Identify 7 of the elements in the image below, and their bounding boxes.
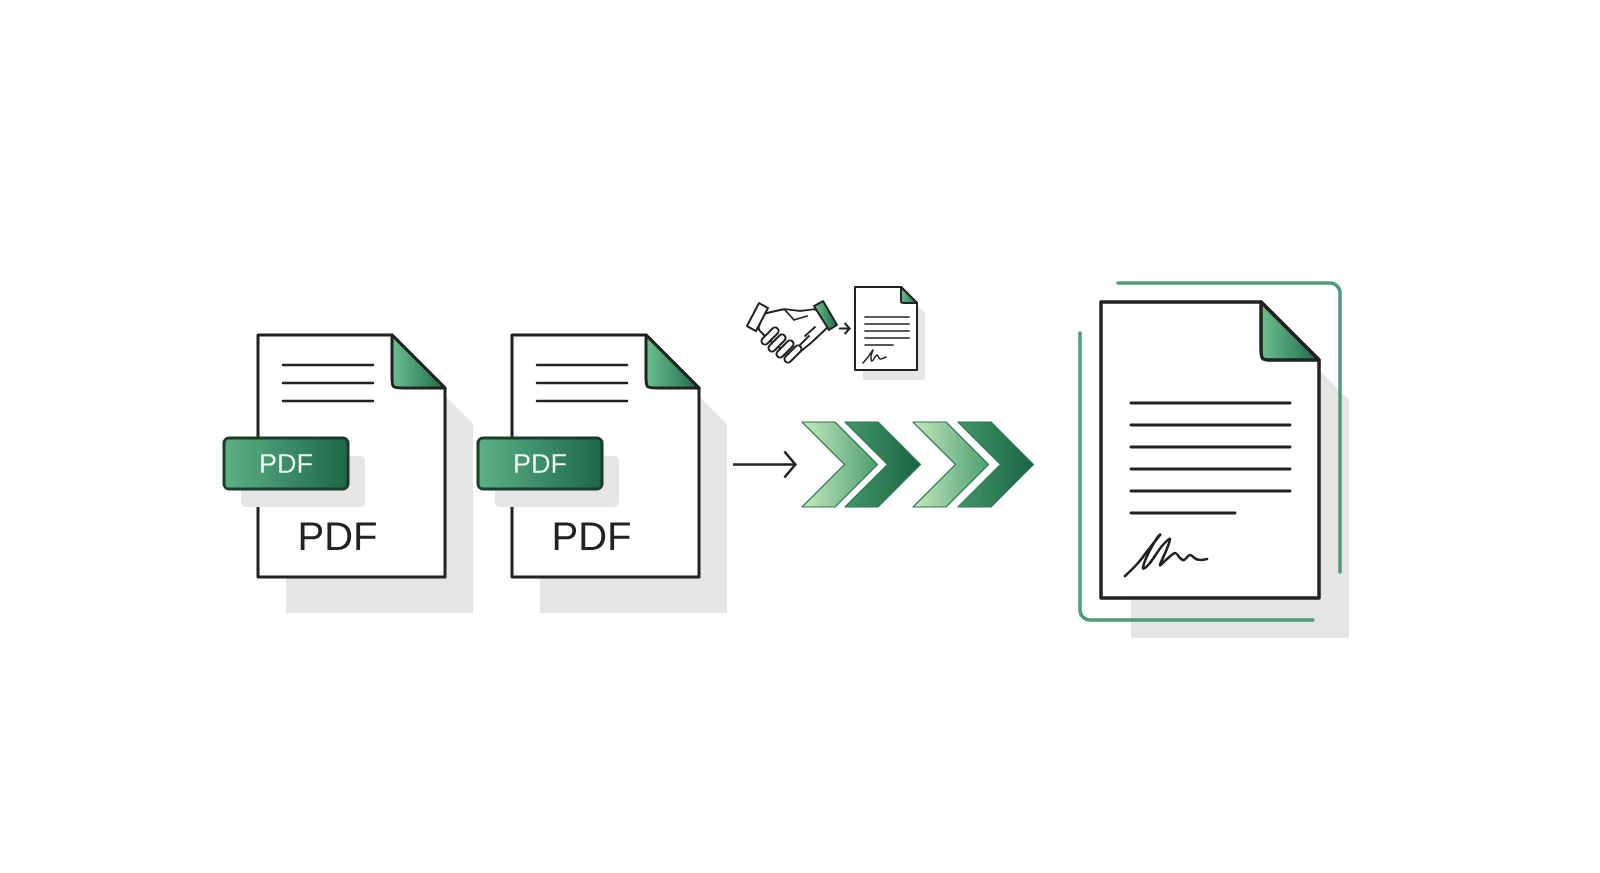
arrow bbox=[733, 450, 797, 479]
handshake-icon bbox=[746, 300, 838, 364]
document bbox=[1099, 300, 1321, 600]
document bbox=[854, 286, 918, 371]
badge: PDF bbox=[222, 436, 350, 491]
badge: PDF bbox=[476, 436, 604, 491]
chevron-arrows bbox=[801, 421, 1035, 508]
